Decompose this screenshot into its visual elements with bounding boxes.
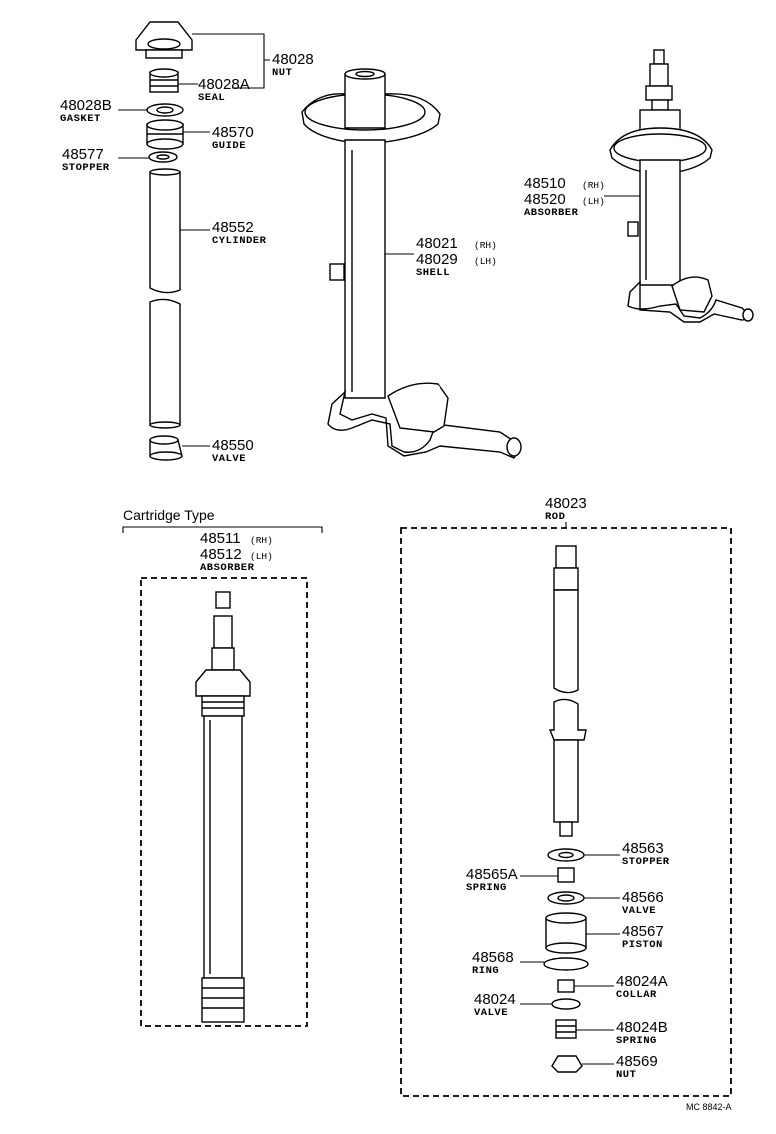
label-48520-suffix: (LH) (582, 196, 605, 207)
shell-drawing (301, 68, 522, 459)
rod-drawing (548, 545, 587, 837)
label-48567-name: PISTON (622, 939, 663, 951)
label-48028-num: 48028 (272, 51, 314, 68)
label-48511-suffix: (RH) (250, 535, 273, 546)
label-48565A-num: 48565A (466, 866, 518, 883)
label-48568-name: RING (472, 965, 499, 977)
cartridge-dashed-frame (140, 577, 308, 1027)
label-48569-name: NUT (616, 1069, 636, 1081)
label-48577-num: 48577 (62, 146, 104, 163)
label-48024A-num: 48024A (616, 973, 668, 990)
rod-small-parts-drawing (543, 848, 589, 1073)
label-48029-suffix: (LH) (474, 256, 497, 267)
rod-dashed-frame (400, 527, 732, 1097)
label-48023-name: ROD (545, 511, 565, 523)
stopper-drawing (148, 151, 178, 163)
cartridge-type-title: Cartridge Type (123, 507, 215, 523)
label-48028-name: NUT (272, 67, 292, 79)
label-48512-suffix: (LH) (250, 551, 273, 562)
label-48510-num: 48510 (524, 175, 566, 192)
label-48520-name: ABSORBER (524, 207, 579, 219)
label-48563-name: STOPPER (622, 856, 670, 868)
label-48021-num: 48021 (416, 235, 458, 252)
label-48520-num: 48520 (524, 191, 566, 208)
label-48552-num: 48552 (212, 219, 254, 236)
label-48028A-num: 48028A (198, 76, 250, 93)
label-48028A-name: SEAL (198, 92, 225, 104)
label-48550-name: VALVE (212, 453, 246, 465)
absorber-assembly-drawing (609, 49, 754, 323)
label-48024-num: 48024 (474, 991, 516, 1008)
label-48028B-name: GASKET (60, 113, 101, 125)
label-48552-name: CYLINDER (212, 235, 267, 247)
label-48024-name: VALVE (474, 1007, 508, 1019)
label-48550-num: 48550 (212, 437, 254, 454)
label-48577-name: STOPPER (62, 162, 110, 174)
cartridge-absorber-drawing (195, 591, 251, 1023)
cartridge-bracket (122, 526, 323, 533)
label-48024B-num: 48024B (616, 1019, 668, 1036)
label-48565A-name: SPRING (466, 882, 507, 894)
label-48024B-name: SPRING (616, 1035, 657, 1047)
label-48570-num: 48570 (212, 124, 254, 141)
label-48028B-num: 48028B (60, 97, 112, 114)
label-48023-num: 48023 (545, 495, 587, 512)
label-48029-name: SHELL (416, 267, 450, 279)
label-48511-num: 48511 (200, 530, 241, 547)
label-48029-num: 48029 (416, 251, 458, 268)
guide-drawing (146, 119, 184, 150)
label-48568-num: 48568 (472, 949, 514, 966)
gasket-drawing (146, 103, 184, 117)
seal-drawing (149, 68, 179, 93)
leader-48028 (192, 33, 270, 89)
footer-code: MC 8842-A (686, 1102, 732, 1112)
label-48563-num: 48563 (622, 840, 664, 857)
label-48567-num: 48567 (622, 923, 664, 940)
label-48512-num: 48512 (200, 546, 242, 563)
label-48510-suffix: (RH) (582, 180, 605, 191)
valve-drawing (149, 435, 183, 461)
label-48569-num: 48569 (616, 1053, 658, 1070)
label-48512-name: ABSORBER (200, 562, 255, 574)
strut-nut-drawing (135, 21, 193, 59)
label-48024A-name: COLLAR (616, 989, 657, 1001)
label-48566-name: VALVE (622, 905, 656, 917)
label-48566-num: 48566 (622, 889, 664, 906)
label-48570-name: GUIDE (212, 140, 246, 152)
cylinder-drawing (149, 168, 181, 429)
label-48021-suffix: (RH) (474, 240, 497, 251)
